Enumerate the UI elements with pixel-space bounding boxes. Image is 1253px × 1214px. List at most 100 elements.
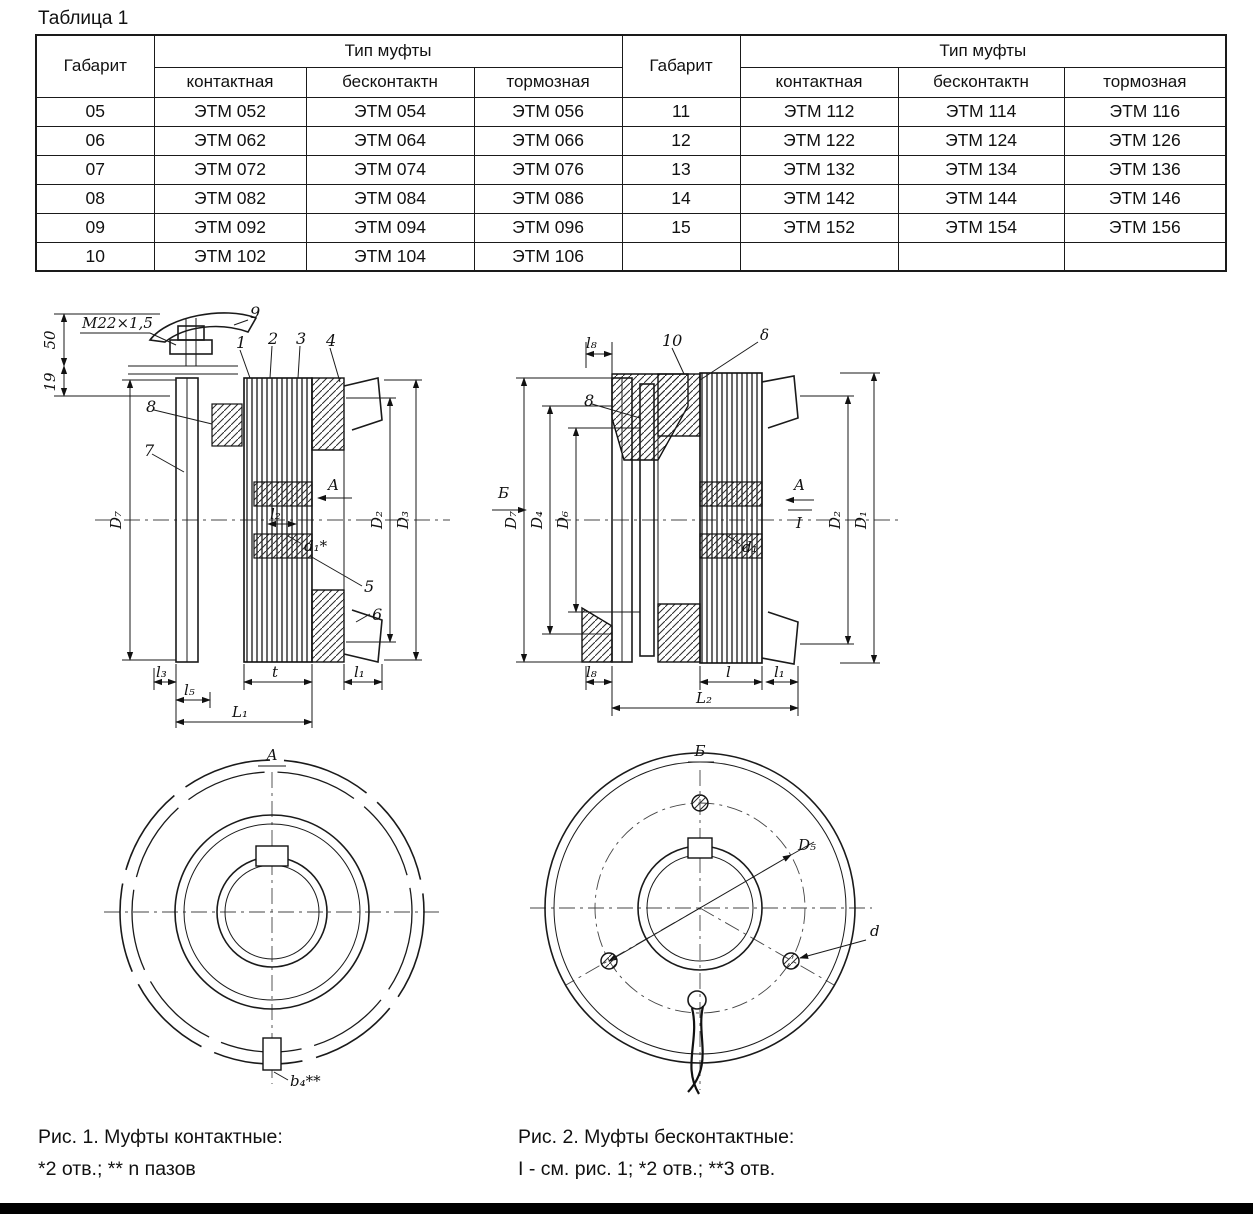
model-cell: ЭТМ 134 (897, 154, 1065, 185)
fig1-part4-label: 4 (325, 331, 336, 350)
model-cell: ЭТМ 144 (897, 183, 1065, 214)
claw-top-2 (761, 375, 799, 429)
fig1-caption-note: *2 отв.; ** n пазов (38, 1158, 196, 1180)
table-row: 09 ЭТМ 092 ЭТМ 094 ЭТМ 096 15 ЭТМ 152 ЭТ… (35, 212, 1227, 243)
coil-housing-bottom (657, 603, 701, 663)
fig1-dim19-label: 19 (41, 372, 59, 392)
model-cell: ЭТМ 156 (1063, 212, 1227, 243)
fig1-bottom-dims: l₃ l₅ L₁ t l₁ (153, 663, 383, 728)
fig2-D1-label: D₁ (852, 511, 870, 530)
table-row: 06 ЭТМ 062 ЭТМ 064 ЭТМ 066 12 ЭТМ 122 ЭТ… (35, 125, 1227, 156)
fig1-part5-label: 5 (364, 577, 374, 596)
fig1-D2-label: D₂ (368, 511, 386, 530)
gabarit-cell: 12 (621, 125, 741, 156)
model-cell: ЭТМ 126 (1063, 125, 1227, 156)
claw-bottom (343, 609, 383, 663)
fig2-l8top-label: l₈ (586, 334, 597, 352)
fig2-d1-label: d₁ (742, 538, 758, 556)
bolt-hole-left (600, 952, 618, 970)
model-cell: ЭТМ 132 (739, 154, 899, 185)
couplings-table: Габарит Тип муфты Габарит Тип муфты конт… (35, 34, 1228, 272)
coil-body-top (311, 377, 345, 451)
gabarit-cell: 11 (621, 96, 741, 127)
gabarit-cell: 13 (621, 154, 741, 185)
fig1-part1-label: 1 (236, 333, 246, 352)
header-type-left: Тип муфты (153, 34, 623, 68)
subheader-brake-left: тормозная (473, 66, 623, 98)
page-bottom-border (0, 1203, 1253, 1214)
fig1-part7-label: 7 (144, 441, 155, 460)
fig1-part9-label: 9 (250, 303, 260, 322)
bearing-section (211, 403, 243, 447)
cable-terminal (687, 990, 707, 1010)
fig2-D4-label: D₄ (528, 511, 546, 530)
fig1-L1-label: L₁ (231, 703, 248, 721)
fig2-right-dims: D₂ D₁ (800, 372, 880, 664)
subheader-contactless-left: бесконтактн (305, 66, 475, 98)
header-gabarit-left: Габарит (35, 34, 155, 98)
table-row: 08 ЭТМ 082 ЭТМ 084 ЭТМ 086 14 ЭТМ 142 ЭТ… (35, 183, 1227, 214)
fig1-b4-label: b₄** (290, 1072, 321, 1090)
model-cell: ЭТМ 124 (897, 125, 1065, 156)
model-cell: ЭТМ 074 (305, 154, 475, 185)
model-cell: ЭТМ 052 (153, 96, 307, 127)
fig2-cross-section: Б l₈ 10 δ 8 (492, 326, 900, 716)
fig1-l1-label: l₁ (354, 663, 365, 681)
fig1-caption-title: Рис. 1. Муфты контактные: (38, 1126, 283, 1148)
gabarit-cell: 05 (35, 96, 155, 127)
model-cell: ЭТМ 154 (897, 212, 1065, 243)
model-cell: ЭТМ 096 (473, 212, 623, 243)
fig2-l-label: l (726, 663, 731, 681)
fig1-part8-label: 8 (146, 397, 156, 416)
fig2-bottom-dims: l₈ l l₁ L₂ (585, 663, 799, 716)
fig1-thread-label: M22×1,5 (81, 314, 153, 332)
d5-diameter-line (608, 854, 792, 962)
table-row: 05 ЭТМ 052 ЭТМ 054 ЭТМ 056 11 ЭТМ 112 ЭТ… (35, 96, 1227, 127)
model-cell: ЭТМ 152 (739, 212, 899, 243)
model-cell: ЭТМ 056 (473, 96, 623, 127)
hub-top (253, 481, 313, 507)
claw-top (343, 377, 383, 431)
fig2-front-b-label: Б (693, 742, 705, 760)
claw-bottom-2 (761, 611, 799, 665)
fig2-section-b-label: Б (497, 484, 509, 502)
fig1-d7-dim: D₇ (107, 379, 176, 661)
bolt-hole-top (691, 794, 709, 812)
keyway-slot (255, 845, 289, 867)
fig1-D7-label: D₇ (107, 511, 125, 530)
fig1-part2-label: 2 (267, 329, 278, 348)
fig1-left-dims: 50 19 (41, 313, 170, 397)
fig2-caption-title: Рис. 2. Муфты бесконтактные: (518, 1126, 795, 1148)
fig1-top-assembly (128, 312, 258, 375)
fig2-D7-label: D₇ (502, 511, 520, 530)
gabarit-cell: 06 (35, 125, 155, 156)
empty-cell (739, 241, 899, 272)
fig2-part8-label: 8 (584, 391, 594, 410)
fig2-part10-label: 10 (662, 331, 682, 350)
gabarit-cell: 15 (621, 212, 741, 243)
model-cell: ЭТМ 094 (305, 212, 475, 243)
fig1-part6-label: 6 (372, 605, 382, 624)
header-gabarit-right: Габарит (621, 34, 741, 98)
model-cell: ЭТМ 114 (897, 96, 1065, 127)
fig2-d-label: d (870, 922, 880, 940)
hub-top-2 (699, 481, 763, 507)
subheader-contactless-right: бесконтактн (897, 66, 1065, 98)
disc-pack-2 (699, 372, 763, 664)
bolt-hole-right (782, 952, 800, 970)
subheader-contact-left: контактная (153, 66, 307, 98)
fig1-l2-label: l₂ (270, 505, 281, 523)
housing-bottom-wedge (581, 606, 613, 663)
fig2-l8bot-label: l₈ (586, 663, 597, 681)
gabarit-cell: 10 (35, 241, 155, 272)
technical-drawings: 9 M22×1,5 50 19 (41, 303, 900, 1095)
subheader-contact-right: контактная (739, 66, 899, 98)
table-row: 10 ЭТМ 102 ЭТМ 104 ЭТМ 106 (35, 241, 1227, 272)
model-cell: ЭТМ 054 (305, 96, 475, 127)
fig2-L2-label: L₂ (695, 689, 712, 707)
outer-ring-2 (544, 752, 856, 1064)
fig1-view-a-label: A (265, 746, 278, 764)
gabarit-cell: 07 (35, 154, 155, 185)
gabarit-cell: 08 (35, 183, 155, 214)
fig2-top-labels: l₈ 10 δ 8 (584, 326, 769, 419)
